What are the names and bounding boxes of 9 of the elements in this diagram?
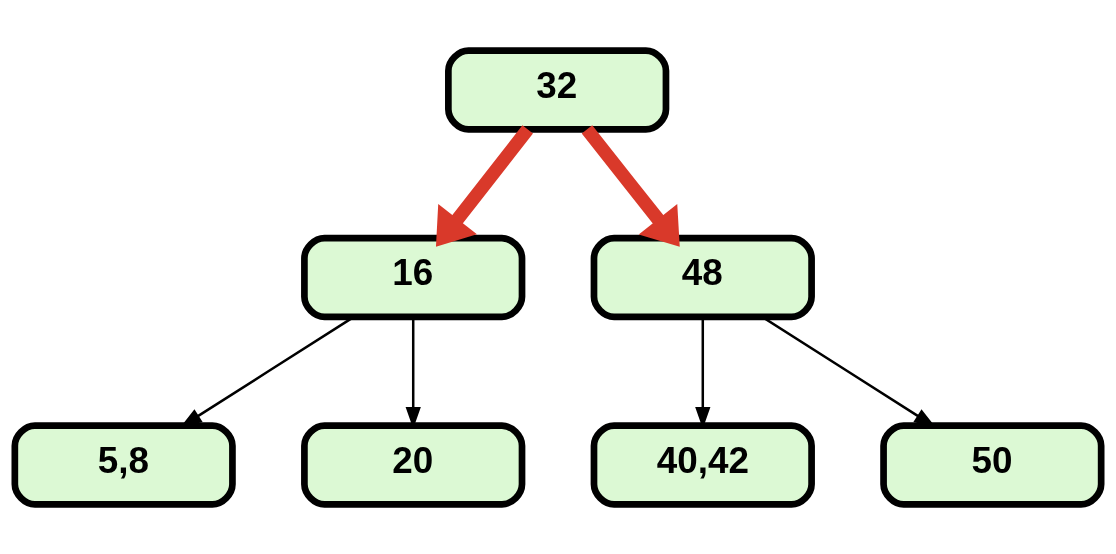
arrow [435, 124, 533, 247]
node-box: 40,42 [590, 421, 815, 508]
node-box: 32 [445, 46, 670, 133]
node-box: 48 [590, 234, 815, 320]
node-box: 50 [880, 421, 1105, 508]
node-box: 16 [301, 234, 526, 320]
node-box: 20 [301, 421, 526, 508]
node-box: 5,8 [11, 421, 236, 508]
arrow [581, 124, 680, 247]
